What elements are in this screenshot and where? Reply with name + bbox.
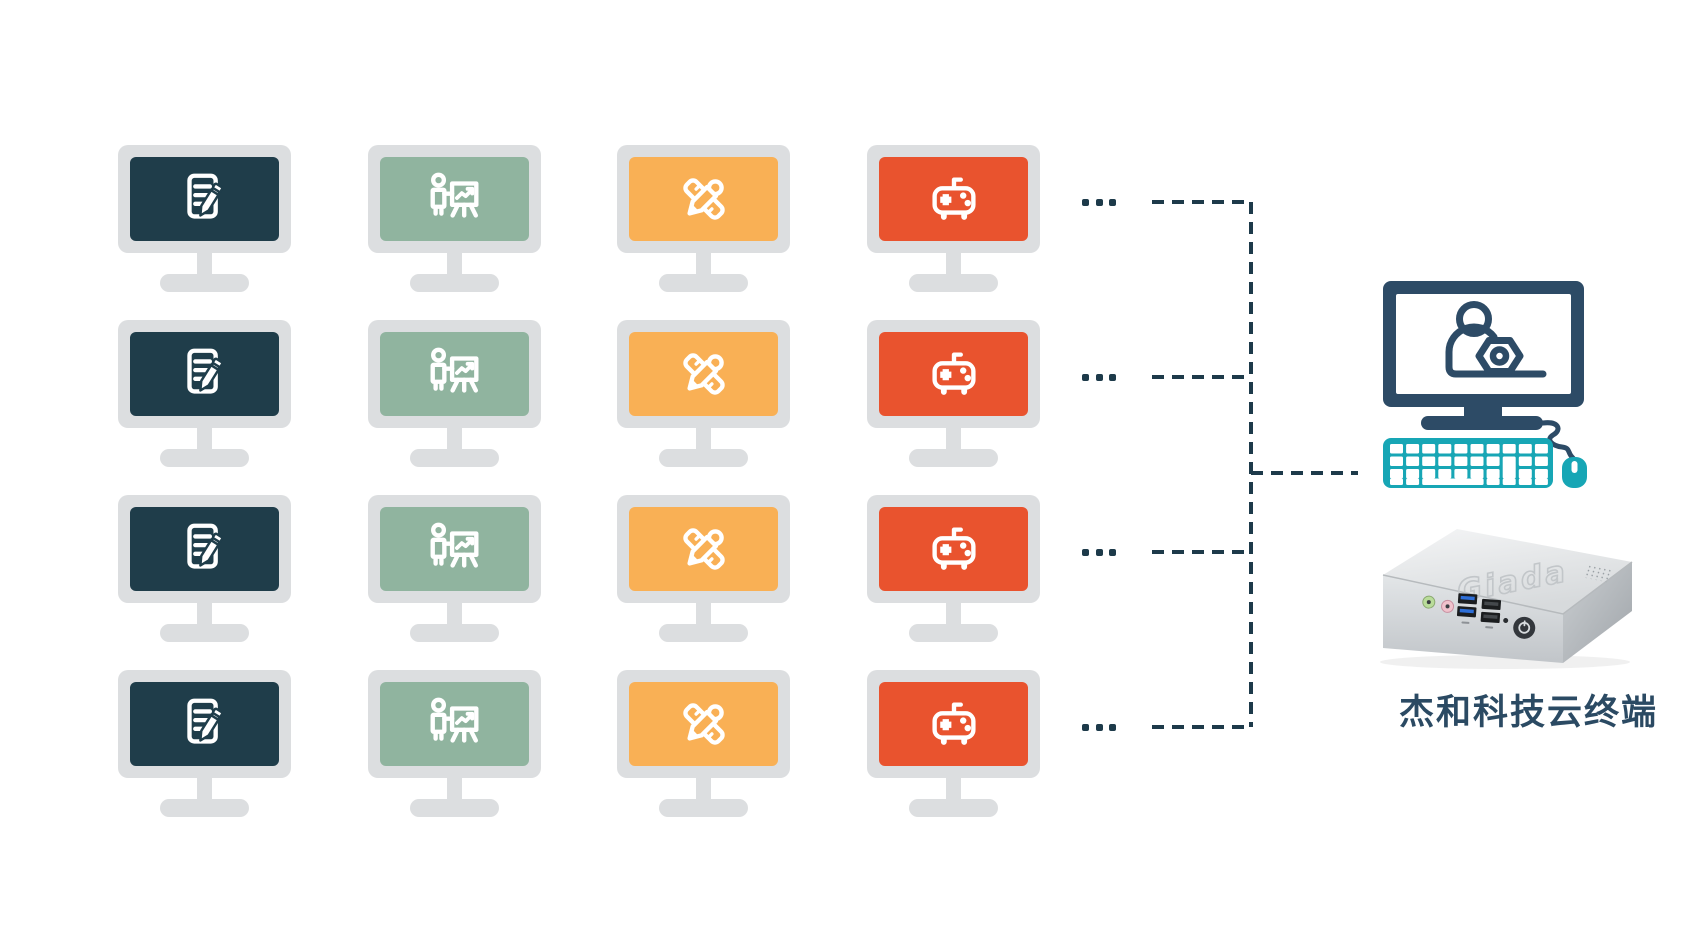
monitor-stand-base: [659, 449, 748, 467]
workstation-gaming: [867, 495, 1040, 642]
monitor-bezel: [617, 145, 790, 253]
ellipsis-dots: [1082, 373, 1116, 381]
workstation-office: [118, 320, 291, 467]
monitor-bezel: [368, 670, 541, 778]
monitor-stand: [946, 251, 961, 277]
monitor-bezel: [617, 495, 790, 603]
monitor-stand-base: [659, 274, 748, 292]
monitor-stand-base: [410, 799, 499, 817]
monitor-stand-base: [160, 799, 249, 817]
monitor-screen: [380, 157, 529, 241]
monitor-screen: [629, 332, 778, 416]
workstation-office: [118, 495, 291, 642]
cloud-terminal-device: Giada: [1380, 529, 1633, 669]
monitor-bezel: [617, 670, 790, 778]
monitor-screen: [879, 332, 1028, 416]
monitor-bezel: [867, 670, 1040, 778]
monitor-bezel: [368, 320, 541, 428]
monitor-stand-base: [160, 449, 249, 467]
monitor-screen: [130, 682, 279, 766]
workstation-design: [617, 495, 790, 642]
monitor-bezel: [867, 145, 1040, 253]
monitor-stand: [447, 776, 462, 802]
monitor-stand-base: [659, 624, 748, 642]
monitor-stand-base: [410, 449, 499, 467]
monitor-stand-base: [410, 274, 499, 292]
monitor-bezel: [118, 320, 291, 428]
device-front-ports: [1422, 593, 1536, 639]
monitor-stand: [696, 776, 711, 802]
monitor-screen: [879, 157, 1028, 241]
workstation-office: [118, 670, 291, 817]
monitor-screen: [130, 157, 279, 241]
monitor-screen: [380, 507, 529, 591]
monitor-stand: [447, 426, 462, 452]
workstation-presentation: [368, 495, 541, 642]
monitor-bezel: [118, 145, 291, 253]
workstation-design: [617, 670, 790, 817]
monitor-bezel: [118, 495, 291, 603]
monitor-bezel: [118, 670, 291, 778]
workstation-design: [617, 145, 790, 292]
admin-terminal-monitor: [1383, 281, 1584, 430]
monitor-screen: [879, 507, 1028, 591]
monitor-stand: [946, 601, 961, 627]
monitor-stand: [447, 601, 462, 627]
monitor-stand-base: [659, 799, 748, 817]
ellipsis-dots: [1082, 198, 1116, 206]
monitor-bezel: [867, 495, 1040, 603]
workstation-office: [118, 145, 291, 292]
monitor-stand: [696, 601, 711, 627]
workstation-presentation: [368, 670, 541, 817]
ellipsis-dots: [1082, 723, 1116, 731]
workstation-gaming: [867, 320, 1040, 467]
workstation-gaming: [867, 145, 1040, 292]
monitor-stand-base: [160, 624, 249, 642]
monitor-screen: [130, 332, 279, 416]
workstation-design: [617, 320, 790, 467]
mouse-icon: [1562, 457, 1587, 488]
keyboard-icon: [1383, 438, 1553, 488]
monitor-stand: [447, 251, 462, 277]
monitor-stand: [197, 426, 212, 452]
monitor-stand-base: [909, 449, 998, 467]
monitor-stand: [946, 776, 961, 802]
monitor-screen: [629, 682, 778, 766]
monitor-stand-base: [909, 624, 998, 642]
monitor-bezel: [368, 145, 541, 253]
monitor-stand: [197, 776, 212, 802]
monitor-bezel: [368, 495, 541, 603]
monitor-screen: [380, 332, 529, 416]
workstation-presentation: [368, 145, 541, 292]
workstation-presentation: [368, 320, 541, 467]
monitor-stand: [696, 251, 711, 277]
monitor-stand: [696, 426, 711, 452]
workstation-gaming: [867, 670, 1040, 817]
monitor-stand-base: [410, 624, 499, 642]
monitor-screen: [629, 507, 778, 591]
monitor-stand: [197, 601, 212, 627]
monitor-bezel: [867, 320, 1040, 428]
terminal-caption: 杰和科技云终端: [1399, 693, 1659, 733]
monitor-bezel: [617, 320, 790, 428]
monitor-screen: [629, 157, 778, 241]
monitor-stand: [946, 426, 961, 452]
monitor-screen: [879, 682, 1028, 766]
monitor-stand-base: [909, 799, 998, 817]
monitor-stand-base: [160, 274, 249, 292]
user-gear-icon: [1445, 301, 1547, 378]
monitor-screen: [380, 682, 529, 766]
monitor-screen: [130, 507, 279, 591]
monitor-stand-base: [909, 274, 998, 292]
monitor-stand: [197, 251, 212, 277]
ellipsis-dots: [1082, 548, 1116, 556]
